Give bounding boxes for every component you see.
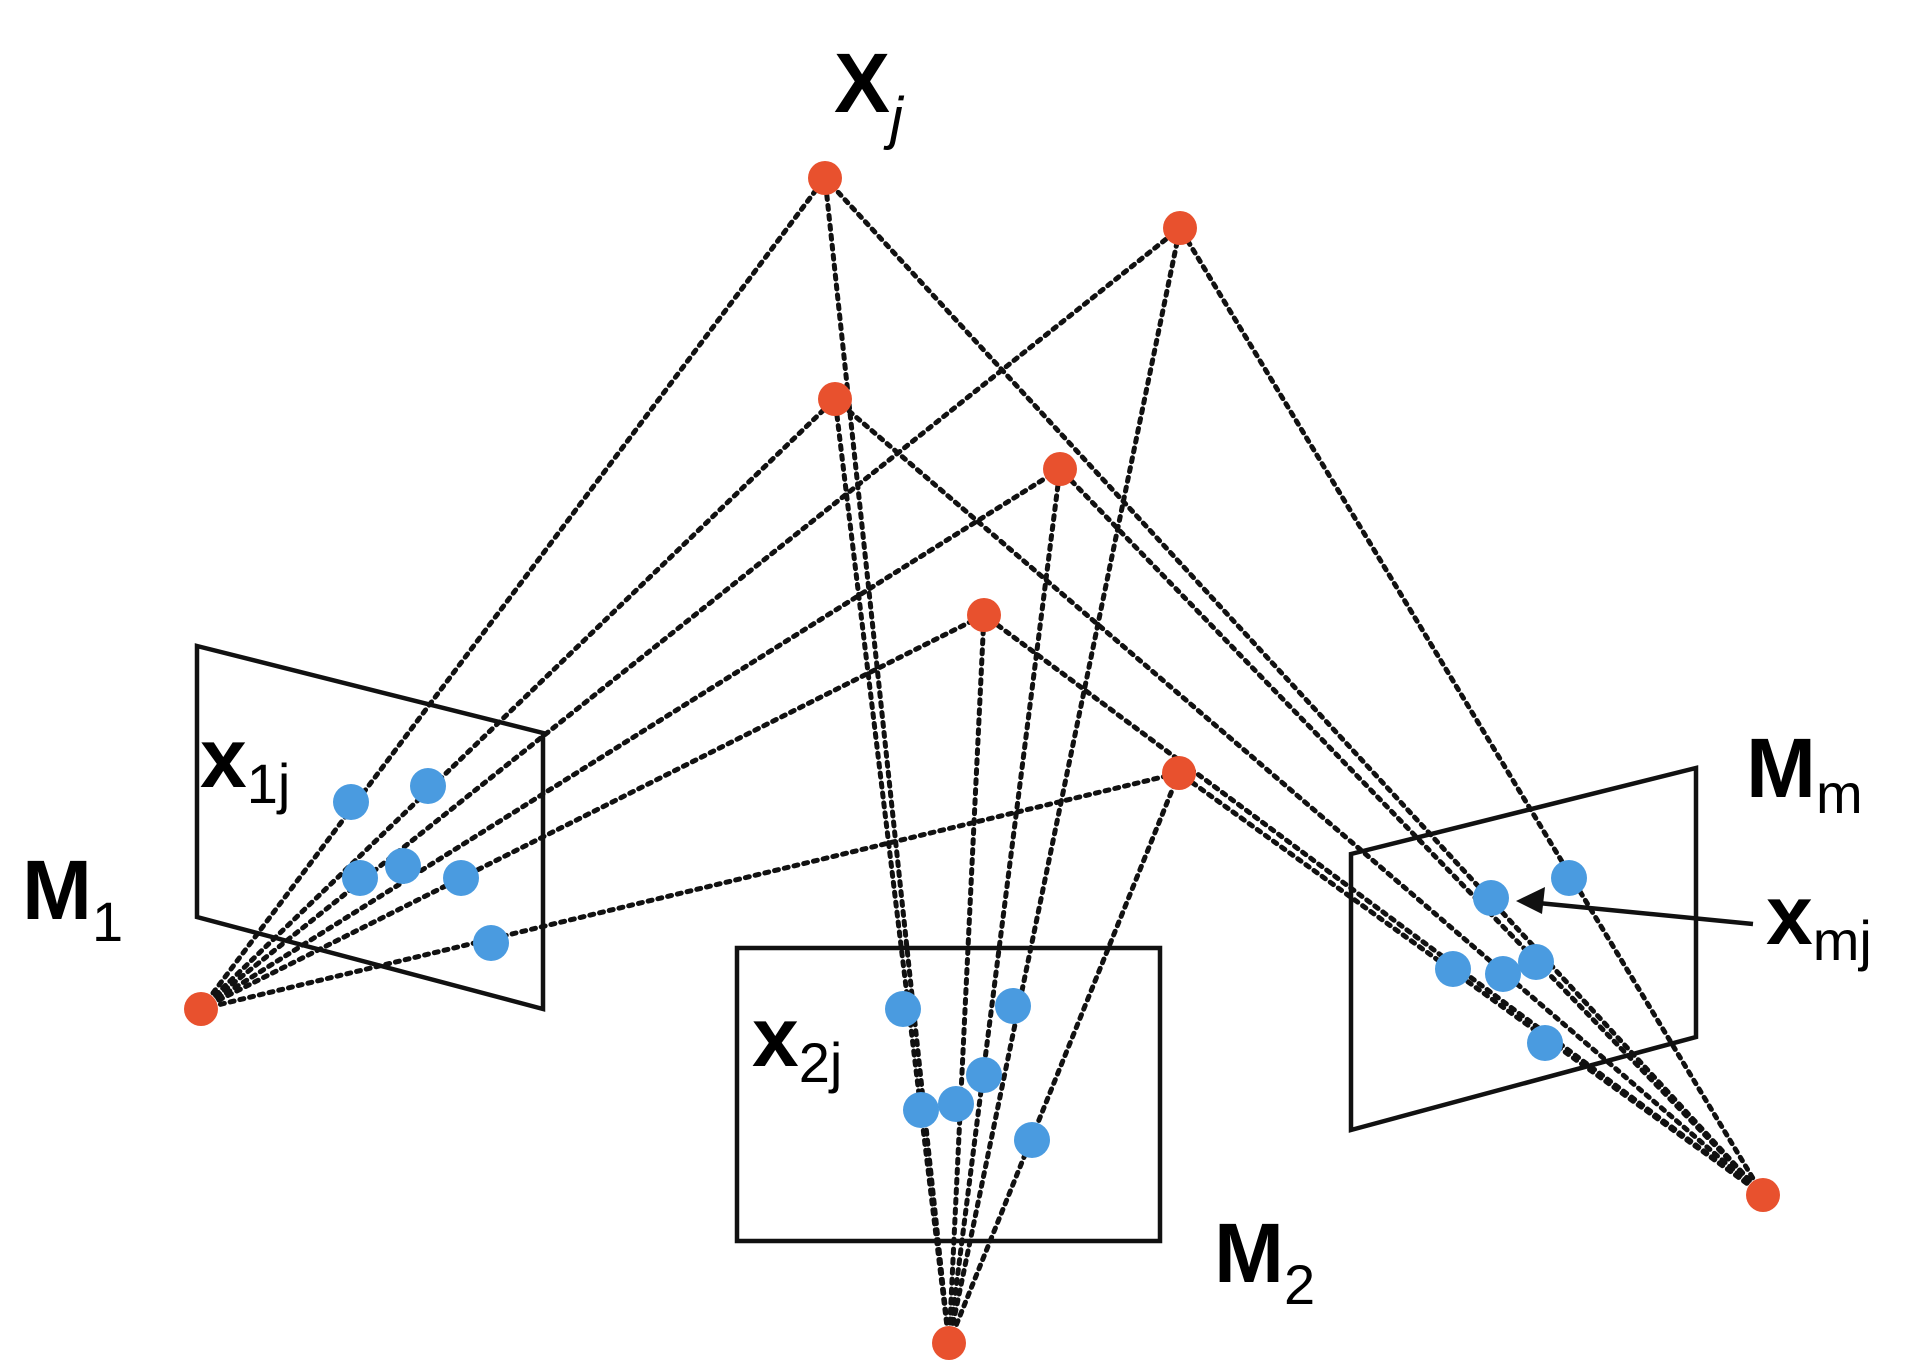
image-point [1527, 1025, 1563, 1061]
image-point [333, 784, 369, 820]
world-point [1163, 211, 1197, 245]
camera-2-label: M2 [1214, 1206, 1315, 1316]
projection-ray [1176, 770, 1766, 1198]
projection-ray [198, 466, 1063, 1012]
projection-ray [198, 396, 838, 1012]
camera-m-label: Mm [1746, 721, 1863, 825]
world-point [808, 161, 842, 195]
image-point [1473, 880, 1509, 916]
labels: Xj x1j x2j xmj M1 M2 Mm [22, 36, 1872, 1316]
camera-1-label: M1 [22, 843, 123, 953]
projection-ray [946, 612, 987, 1346]
projection-ray [822, 175, 1766, 1198]
camera-center [184, 992, 218, 1026]
projection-ray [946, 466, 1063, 1346]
world-point [1162, 756, 1196, 790]
image-planes [194, 643, 1699, 1244]
image-point [903, 1092, 939, 1128]
projection-ray [946, 770, 1182, 1346]
image-point [443, 860, 479, 896]
image-plane-1 [194, 643, 546, 1012]
image-point-m-label: xmj [1766, 868, 1872, 972]
image-point [473, 925, 509, 961]
world-point [1043, 452, 1077, 486]
image-point [938, 1086, 974, 1122]
world-point [967, 598, 1001, 632]
projection-ray [1177, 225, 1766, 1198]
world-point [818, 382, 852, 416]
image-point [995, 988, 1031, 1024]
image-point [410, 768, 446, 804]
image-point [1551, 860, 1587, 896]
image-point [1518, 944, 1554, 980]
world-points [184, 161, 1780, 1360]
projection-ray [981, 612, 1766, 1198]
image-point [385, 848, 421, 884]
image-point [885, 991, 921, 1027]
xmj-pointer-arrow [1516, 887, 1754, 927]
world-point-label: Xj [834, 36, 905, 151]
image-points [333, 768, 1587, 1158]
projection-rays [198, 175, 1766, 1346]
projection-ray [198, 612, 987, 1012]
projection-ray [832, 396, 952, 1346]
image-point [1014, 1122, 1050, 1158]
camera-center [1746, 1178, 1780, 1212]
image-point-1-label: x1j [200, 711, 290, 815]
image-point [1435, 951, 1471, 987]
projection-ray [946, 225, 1183, 1346]
camera-center [932, 1326, 966, 1360]
projection-ray [822, 175, 952, 1346]
image-plane-m [1348, 765, 1699, 1133]
image-plane-2 [734, 945, 1163, 1244]
image-point [342, 860, 378, 896]
image-point [1485, 956, 1521, 992]
image-point-2-label: x2j [752, 990, 842, 1094]
projection-ray [1057, 466, 1766, 1198]
image-point [966, 1057, 1002, 1093]
projection-ray [198, 175, 828, 1012]
